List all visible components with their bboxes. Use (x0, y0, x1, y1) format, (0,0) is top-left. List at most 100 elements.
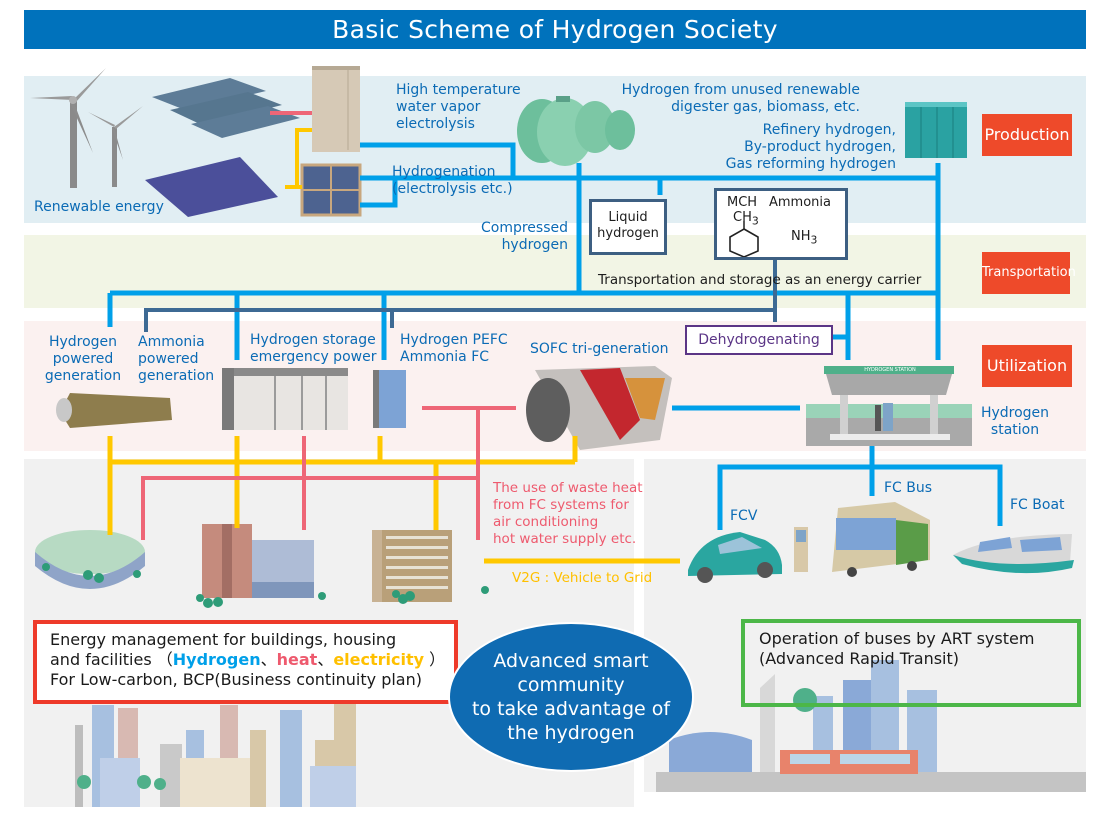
label-line: from FC systems for (493, 497, 629, 513)
city-skyline-icon (75, 700, 356, 807)
fc-bus-icon (832, 502, 930, 577)
solar-panel-icon (145, 157, 278, 217)
separator: 、 (317, 650, 334, 669)
label-line: By-product hydrogen, (744, 139, 896, 155)
fc-boat-label: FC Boat (1010, 497, 1065, 513)
label-line: Ammonia (138, 334, 205, 350)
office-building-icon (202, 524, 314, 598)
hydrogen-station-icon (806, 366, 972, 446)
renewable-energy-label: Renewable energy (34, 199, 164, 215)
energy-mgmt-line: and facilities （Hydrogen、heat、electricit… (50, 650, 454, 670)
bubble-line: community (517, 674, 625, 696)
smart-community-bubble: Advanced smart community to take advanta… (448, 622, 694, 772)
solar-panel-icon (152, 78, 300, 138)
energy-carrier-label: Transportation and storage as an energy … (598, 272, 922, 288)
label-line: water vapor (396, 99, 481, 115)
v2g-label: V2G : Vehicle to Grid (512, 570, 653, 586)
label-line: electrolysis (396, 116, 475, 132)
tree-icon (42, 563, 489, 608)
hydrogenation-unit-icon (300, 163, 362, 217)
compressed-hydrogen-label: Compressed hydrogen (460, 220, 568, 254)
ammonia-line (144, 258, 777, 332)
label-line: Liquid (608, 210, 648, 225)
electricity-line (107, 436, 680, 564)
transportation-band (24, 235, 1086, 308)
formula-text: NH (791, 229, 811, 244)
art-system-box: Operation of buses by ART system (Advanc… (741, 619, 1081, 707)
label-line: digester gas, biomass, etc. (671, 99, 860, 115)
label-line: emergency power (250, 349, 377, 365)
refinery-hydrogen-label: Refinery hydrogen, By-product hydrogen, … (696, 122, 896, 173)
station-sign: HYDROGEN STATION (864, 367, 916, 373)
label-line: Hydrogen (980, 405, 1050, 421)
label-line: Hydrogen PEFC (400, 332, 508, 348)
nh3-formula: NH3 (791, 229, 817, 247)
label-line: Refinery hydrogen, (762, 122, 896, 138)
label-line: hot water supply etc. (493, 531, 637, 547)
formula-text: CH (733, 210, 752, 225)
hydrogen-tank-icon (517, 96, 635, 166)
utilization-stage-tag: Utilization (982, 345, 1072, 387)
heat-keyword: heat (276, 650, 318, 669)
label-line: Gas reforming hydrogen (725, 156, 896, 172)
label-line: hydrogen (597, 226, 659, 241)
label-line: Hydrogen storage (250, 332, 376, 348)
hydrogen-keyword: Hydrogen (172, 650, 261, 669)
label-line: Hydrogenation (392, 164, 496, 180)
emergency-power-unit-icon (222, 368, 348, 430)
ch3-formula: CH3 (733, 210, 759, 228)
energy-mgmt-text: and facilities （ (50, 650, 173, 669)
label-line: powered (138, 351, 199, 367)
dehydrogenating-box: Dehydrogenating (685, 325, 833, 355)
liquid-hydrogen-box: Liquid hydrogen (589, 199, 667, 255)
art-line: (Advanced Rapid Transit) (759, 649, 960, 668)
electricity-keyword: electricity (333, 650, 425, 669)
fuel-cell-unit-icon (373, 370, 406, 428)
formula-subscript: 3 (810, 233, 818, 247)
separator: 、 (260, 650, 277, 669)
label-line: generation (44, 368, 122, 384)
storage-emergency-power-label: Hydrogen storage emergency power (250, 332, 376, 366)
transportation-stage-tag: Transportation (982, 252, 1076, 294)
formula-subscript: 3 (751, 214, 759, 228)
fc-bus-label: FC Bus (884, 480, 933, 496)
cyclohexane-icon (729, 221, 759, 257)
wind-turbine-icon (88, 106, 143, 187)
diagram-title: Basic Scheme of Hydrogen Society (24, 10, 1086, 49)
sofc-unit-icon (526, 366, 672, 450)
energy-mgmt-text: ） (424, 650, 446, 669)
energy-mgmt-line: For Low-carbon, BCP(Business continuity … (50, 670, 422, 689)
electrolysis-cabinet-icon (312, 66, 360, 152)
label-line: hydrogen (501, 237, 568, 253)
heat-line (141, 406, 516, 540)
hydrogen-station-label: Hydrogen station (976, 405, 1054, 439)
ammonia-label: Ammonia (769, 195, 831, 210)
hydrogenation-label: Hydrogenation (electrolysis etc.) (392, 164, 513, 198)
label-line: (electrolysis etc.) (392, 181, 513, 197)
energy-management-box: Energy management for buildings, housing… (33, 620, 458, 704)
hydrogen-powered-generation-label: Hydrogen powered generation (42, 334, 124, 385)
mch-ammonia-box: MCH Ammonia CH3 NH3 (714, 188, 848, 260)
label-line: High temperature (396, 82, 521, 98)
wind-turbine-icon (30, 68, 106, 188)
label-line: powered (52, 351, 114, 367)
city-skyline-icon (656, 660, 1086, 792)
label-line: station (990, 422, 1040, 438)
fcv-label: FCV (730, 508, 758, 524)
ammonia-powered-generation-label: Ammonia powered generation (138, 334, 214, 385)
label-line: generation (138, 368, 215, 384)
label-line: Hydrogen from unused renewable (621, 82, 860, 98)
label-line: Ammonia FC (400, 349, 490, 365)
waste-heat-label: The use of waste heat from FC systems fo… (493, 480, 643, 548)
stadium-icon (35, 530, 145, 589)
unused-renewable-label: Hydrogen from unused renewable digester … (612, 82, 860, 116)
electricity-line (285, 128, 312, 189)
pefc-ammonia-fc-label: Hydrogen PEFC Ammonia FC (400, 332, 508, 366)
gas-turbine-icon (56, 393, 172, 428)
bubble-line: to take advantage of (471, 698, 671, 720)
label-line: air conditioning (493, 514, 599, 530)
label-line: Compressed (480, 220, 568, 236)
apartment-building-icon (372, 530, 452, 602)
high-temp-electrolysis-label: High temperature water vapor electrolysi… (396, 82, 521, 133)
